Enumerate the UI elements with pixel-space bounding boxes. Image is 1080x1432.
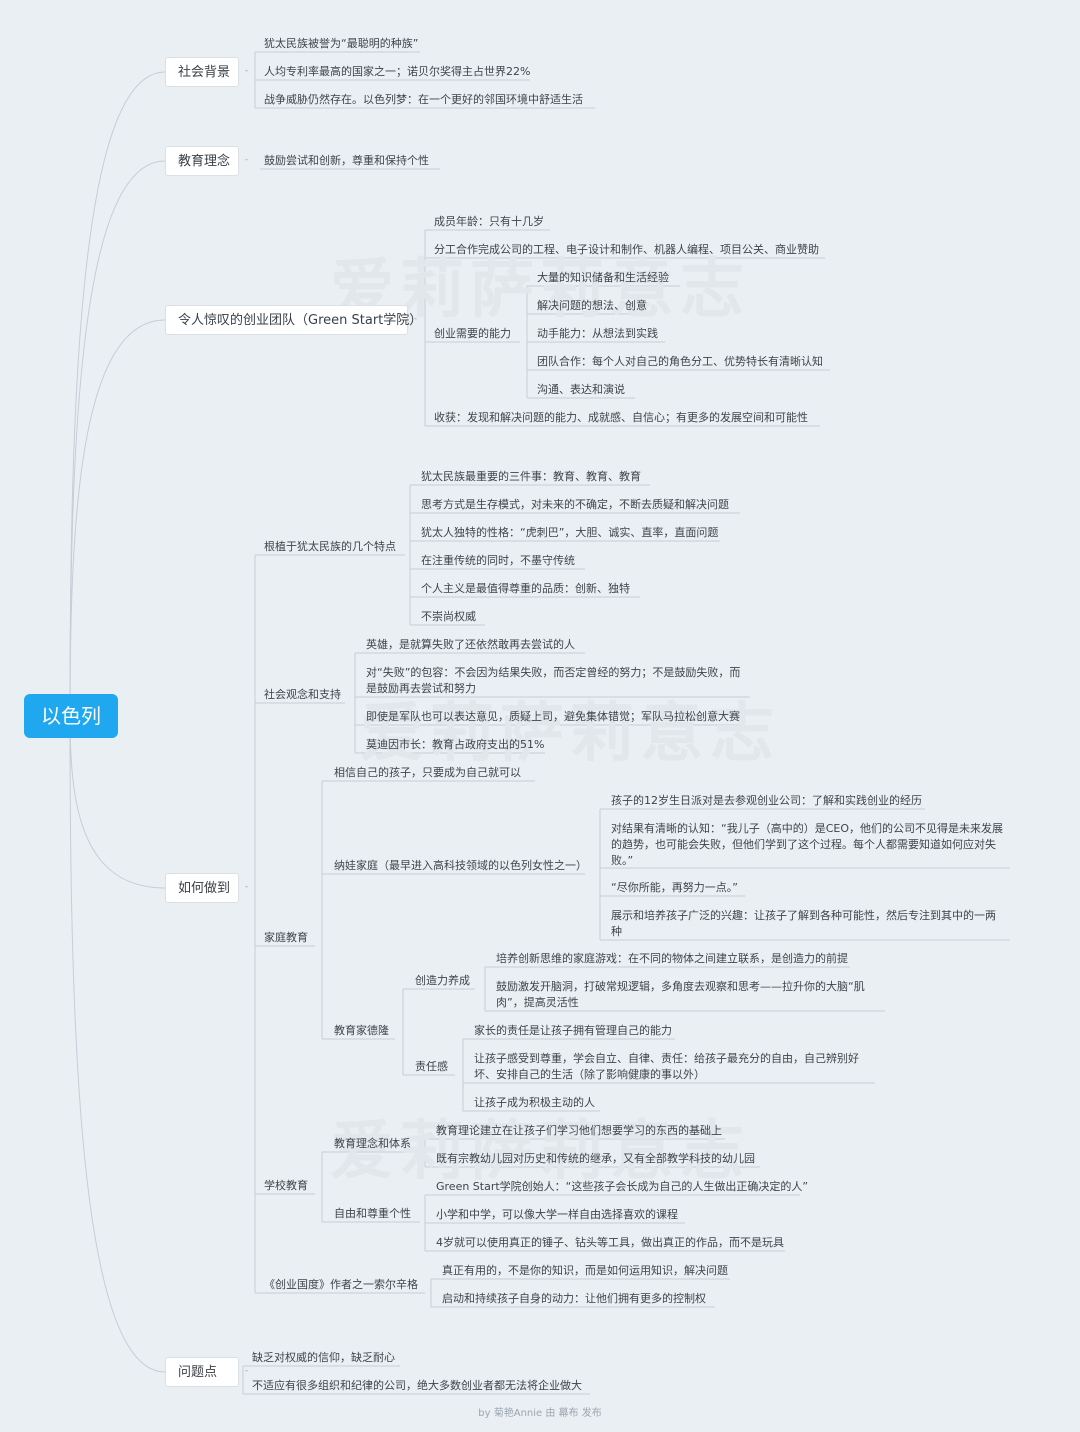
leaf-item: 鼓励激发开脑洞，打破常规逻辑，多角度去观察和思考——拉升你的大脑“肌肉”，提高灵…	[496, 980, 865, 1009]
collapse-toggle[interactable]: -	[244, 1366, 249, 1376]
leaf-item: 不适应有很多组织和纪律的公司，绝大多数创业者都无法将企业做大	[252, 1379, 582, 1392]
leaf-item: 既有宗教幼儿园对历史和传统的继承，又有全部教学科技的幼儿园	[436, 1152, 755, 1165]
watermark: 爱莉萨莉意志	[330, 1114, 750, 1189]
subtopic-author[interactable]: 《创业国度》作者之一索尔辛格	[264, 1278, 418, 1291]
leaf-item: 让孩子成为积极主动的人	[474, 1096, 595, 1109]
leaf-item: 启动和持续孩子自身的动力：让他们拥有更多的控制权	[442, 1292, 706, 1305]
connector	[69, 715, 166, 889]
connector	[69, 319, 166, 717]
footer-credit: by 菊艳Annie 由 幕布 发布	[478, 1408, 602, 1419]
leaf-item: 孩子的12岁生日派对是去参观创业公司：了解和实践创业的经历	[611, 794, 922, 807]
topic-how-to[interactable]: 如何做到	[165, 873, 239, 903]
collapse-toggle[interactable]: -	[413, 314, 418, 324]
subtopic-system[interactable]: 教育理念和体系	[334, 1137, 411, 1150]
leaf-item: 解决问题的想法、创意	[537, 299, 647, 312]
leaf-item: 分工合作完成公司的工程、电子设计和制作、机器人编程、项目公关、商业赞助	[434, 243, 819, 256]
leaf-item: 英雄，是就算失败了还依然敢再去尝试的人	[366, 638, 575, 651]
leaf-item: 鼓励尝试和创新，尊重和保持个性	[264, 154, 429, 167]
leaf-item: 小学和中学，可以像大学一样自由选择喜欢的课程	[436, 1208, 678, 1221]
subtopic-school[interactable]: 学校教育	[264, 1179, 308, 1192]
leaf-item: 缺乏对权威的信仰，缺乏耐心	[252, 1351, 395, 1364]
subtopic-nawa[interactable]: 纳娃家庭（最早进入高科技领域的以色列女性之一）	[334, 859, 587, 872]
subtopic-delong[interactable]: 教育家德隆	[334, 1024, 389, 1037]
subtopic-abilities[interactable]: 创业需要的能力	[434, 327, 511, 340]
leaf-item: 在注重传统的同时，不墨守传统	[421, 554, 575, 567]
collapse-toggle[interactable]: -	[244, 155, 249, 165]
leaf-item: 相信自己的孩子，只要成为自己就可以	[334, 766, 521, 779]
collapse-toggle[interactable]: -	[244, 882, 249, 892]
connector	[69, 715, 166, 1373]
leaf-item: 不崇尚权威	[421, 610, 476, 623]
leaf-item: 对“失败”的包容：不会因为结果失败，而否定曾经的努力；不是鼓励失败，而是鼓励再去…	[366, 666, 741, 695]
leaf-item: 犹太人独特的性格：“虎刺巴”，大胆、诚实、直率，直面问题	[421, 526, 719, 539]
subtopic-society[interactable]: 社会观念和支持	[264, 688, 341, 701]
leaf-item: 培养创新思维的家庭游戏：在不同的物体之间建立联系，是创造力的前提	[496, 952, 848, 965]
leaf-item: 战争威胁仍然存在。以色列梦：在一个更好的邻国环境中舒适生活	[264, 93, 583, 106]
leaf-item: 收获：发现和解决问题的能力、成就感、自信心；有更多的发展空间和可能性	[434, 411, 808, 424]
leaf-item: 即使是军队也可以表达意见，质疑上司，避免集体错觉；军队马拉松创意大赛	[366, 710, 740, 723]
connector	[69, 160, 166, 717]
root-topic[interactable]: 以色列	[24, 694, 118, 738]
topic-problems[interactable]: 问题点	[165, 1357, 239, 1387]
leaf-item: 动手能力：从想法到实践	[537, 327, 658, 340]
leaf-item: 展示和培养孩子广泛的兴趣：让孩子了解到各种可能性，然后专注到其中的一两种	[611, 909, 996, 938]
leaf-item: 对结果有清晰的认知：“我儿子（高中的）是CEO，他们的公司不见得是未来发展的趋势…	[611, 822, 1003, 867]
leaf-item: 成员年龄：只有十几岁	[434, 215, 544, 228]
leaf-item: 犹太民族最重要的三件事：教育、教育、教育	[421, 470, 641, 483]
leaf-item: 个人主义是最值得尊重的品质：创新、独特	[421, 582, 630, 595]
leaf-item: 沟通、表达和演说	[537, 383, 625, 396]
topic-education-idea[interactable]: 教育理念	[165, 146, 239, 176]
leaf-item: 大量的知识储备和生活经验	[537, 271, 669, 284]
leaf-item: 家长的责任是让孩子拥有管理自己的能力	[474, 1024, 672, 1037]
leaf-item: “尽你所能，再努力一点。”	[611, 881, 738, 894]
leaf-item: 让孩子感受到尊重，学会自立、自律、责任：给孩子最充分的自由，自己辨别好坏、安排自…	[474, 1052, 859, 1081]
leaf-item: 真正有用的，不是你的知识，而是如何运用知识，解决问题	[442, 1264, 728, 1277]
leaf-item: 犹太民族被誉为“最聪明的种族”	[264, 37, 419, 50]
collapse-toggle[interactable]: -	[244, 66, 249, 76]
subtopic-freedom[interactable]: 自由和尊重个性	[334, 1207, 411, 1220]
subtopic-responsibility[interactable]: 责任感	[415, 1060, 448, 1073]
leaf-item: 4岁就可以使用真正的锤子、钻头等工具，做出真正的作品，而不是玩具	[436, 1236, 784, 1249]
subtopic-creativity[interactable]: 创造力养成	[415, 974, 470, 987]
subtopic-family[interactable]: 家庭教育	[264, 931, 308, 944]
subtopic-traits[interactable]: 根植于犹太民族的几个特点	[264, 540, 396, 553]
topic-startup-team[interactable]: 令人惊叹的创业团队（Green Start学院）	[165, 305, 422, 335]
leaf-item: 教育理论建立在让孩子们学习他们想要学习的东西的基础上	[436, 1124, 722, 1137]
leaf-item: 人均专利率最高的国家之一；诺贝尔奖得主占世界22%	[264, 65, 531, 78]
leaf-item: Green Start学院创始人：“这些孩子会长成为自己的人生做出正确决定的人”	[436, 1180, 809, 1193]
leaf-item: 莫迪因市长：教育占政府支出的51%	[366, 738, 545, 751]
watermark: 爱莉萨莉意志	[360, 696, 780, 771]
topic-social-background[interactable]: 社会背景	[165, 57, 239, 87]
leaf-item: 思考方式是生存模式，对未来的不确定，不断去质疑和解决问题	[421, 498, 729, 511]
connector	[69, 71, 166, 717]
leaf-item: 团队合作：每个人对自己的角色分工、优势特长有清晰认知	[537, 355, 823, 368]
